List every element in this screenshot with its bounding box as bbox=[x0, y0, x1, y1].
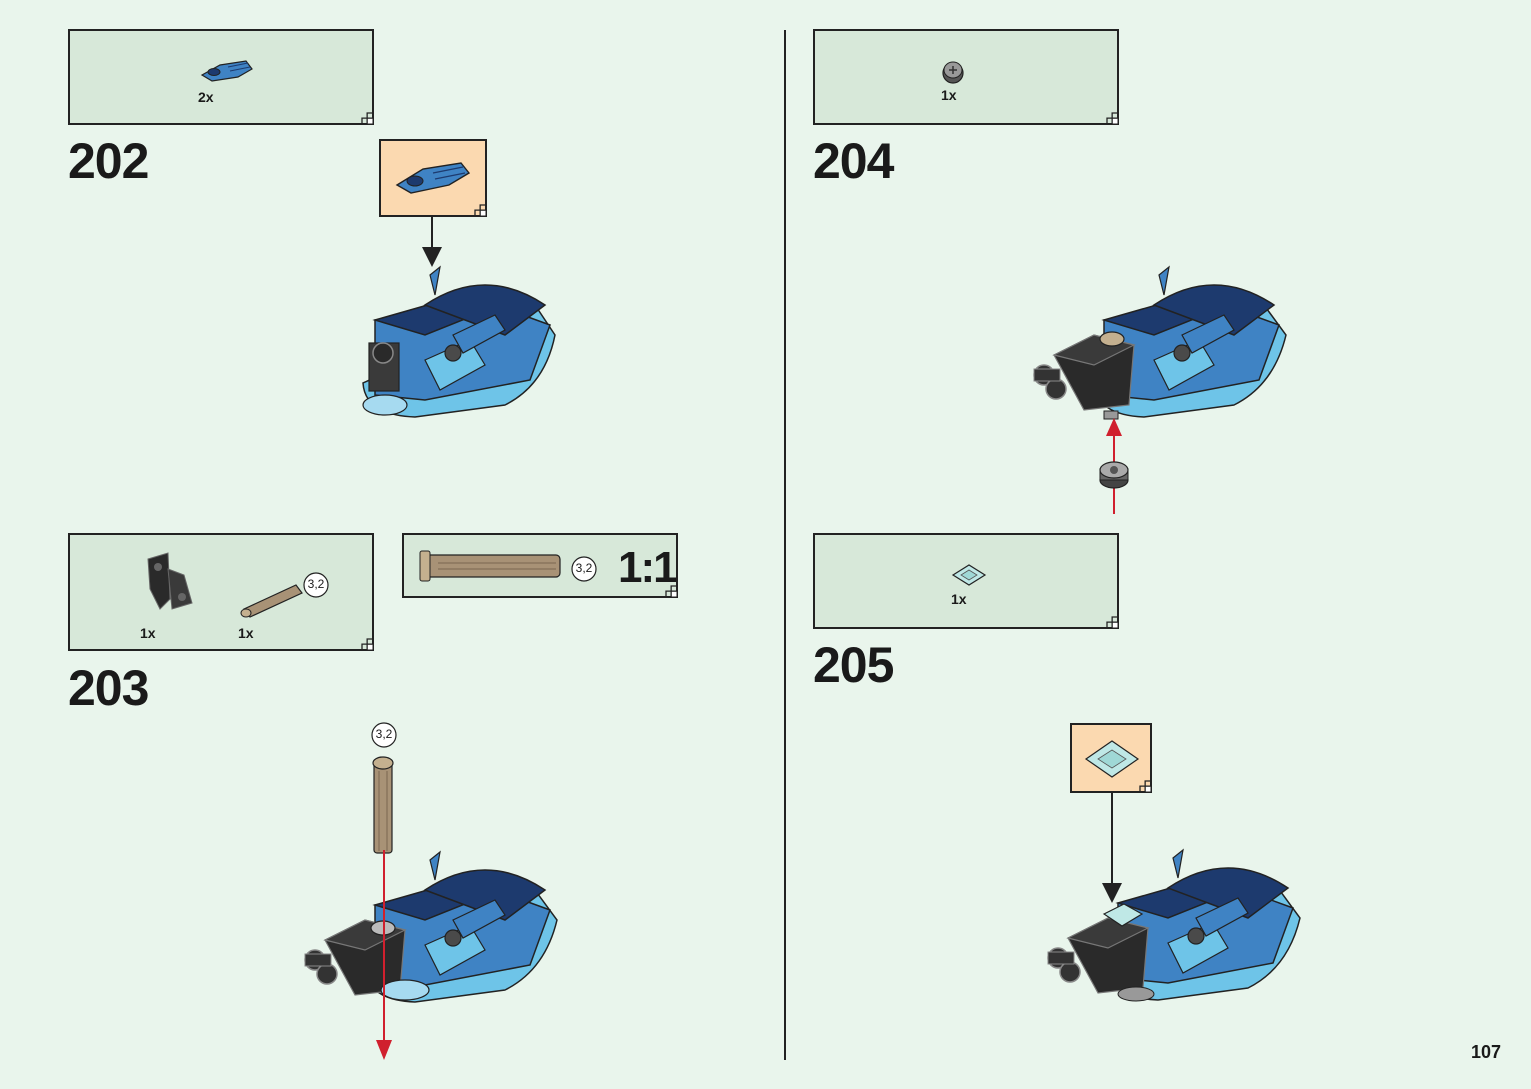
step-205-model bbox=[1047, 848, 1301, 1002]
tan-axle-scale-icon bbox=[419, 550, 561, 582]
size-badge-icon bbox=[303, 572, 329, 598]
step-205-callout bbox=[1070, 723, 1152, 793]
corner-mark-icon bbox=[474, 204, 487, 217]
step-203-insert-arrow bbox=[376, 850, 392, 1060]
step-202-arrow bbox=[422, 217, 442, 267]
step-202-callout bbox=[379, 139, 487, 217]
step-203-number: 203 bbox=[68, 660, 149, 716]
page-divider bbox=[784, 30, 786, 1060]
blue-fin-plate-icon bbox=[395, 162, 471, 194]
step-203-axle bbox=[372, 756, 394, 854]
size-badge-icon bbox=[571, 556, 597, 582]
corner-mark-icon bbox=[361, 638, 374, 651]
grey-bush-icon bbox=[1099, 461, 1129, 489]
corner-mark-icon bbox=[1139, 780, 1152, 793]
step-205-parts-box: 1x bbox=[813, 533, 1119, 629]
step-203-axle-badge-label: 3,2 bbox=[375, 727, 393, 741]
trans-light-blue-tile-icon bbox=[1084, 740, 1140, 778]
step-203-model bbox=[304, 850, 558, 1003]
step-203-part-qty-2: 1x bbox=[238, 625, 254, 641]
trans-light-blue-tile-icon bbox=[951, 564, 987, 586]
step-205-part-qty: 1x bbox=[951, 591, 967, 607]
corner-mark-icon bbox=[1106, 112, 1119, 125]
scale-size-label: 3,2 bbox=[575, 561, 593, 575]
step-205-number: 205 bbox=[813, 637, 894, 693]
step-204-number: 204 bbox=[813, 133, 894, 189]
step-205-arrow bbox=[1102, 793, 1122, 903]
step-202-model bbox=[362, 265, 556, 418]
blue-fin-plate-icon bbox=[200, 60, 253, 82]
scale-ratio-label: 1:1 bbox=[618, 543, 678, 592]
corner-mark-icon bbox=[1106, 616, 1119, 629]
step-203-axle-size-label: 3,2 bbox=[307, 577, 325, 591]
step-203-parts-box: 1x 3,2 1x bbox=[68, 533, 374, 651]
step-204-parts-box: 1x bbox=[813, 29, 1119, 125]
black-connector-icon bbox=[147, 552, 193, 610]
size-badge-icon bbox=[371, 722, 397, 748]
tan-axle-icon bbox=[240, 584, 303, 618]
step-204-model bbox=[1033, 265, 1287, 420]
page-number: 107 bbox=[1470, 1042, 1501, 1062]
step-202-number: 202 bbox=[68, 133, 149, 189]
grey-bush-icon bbox=[942, 61, 964, 84]
step-202-part-qty: 2x bbox=[198, 89, 214, 105]
step-204-part-qty: 1x bbox=[941, 87, 957, 103]
step-203-part-qty-1: 1x bbox=[140, 625, 156, 641]
step-202-parts-box: 2x bbox=[68, 29, 374, 125]
step-203-scale-box: 3,2 1:1 bbox=[402, 533, 678, 598]
corner-mark-icon bbox=[361, 112, 374, 125]
corner-mark-icon bbox=[665, 585, 678, 598]
